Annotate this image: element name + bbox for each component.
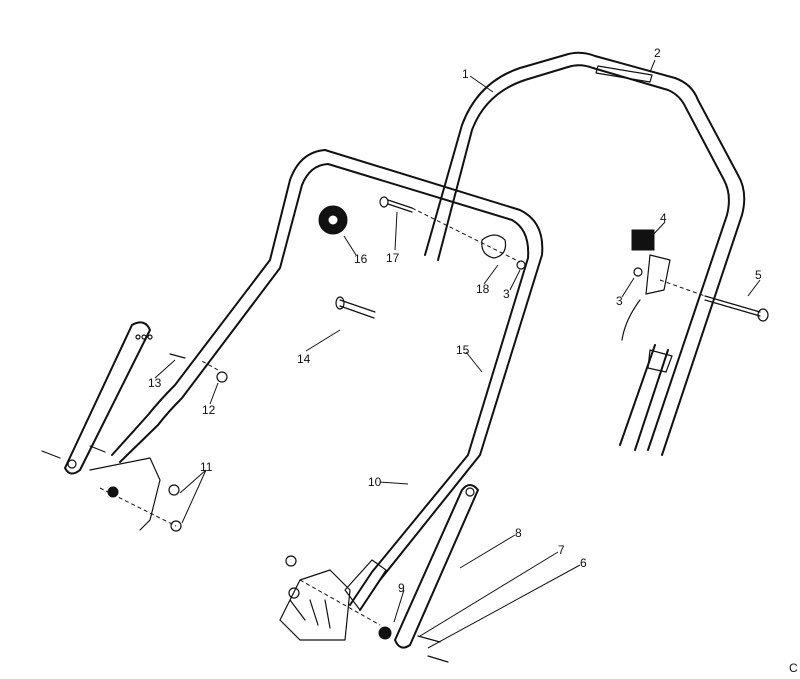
control-switch-part-4 (621, 229, 671, 341)
callout-13: 13 (148, 376, 162, 390)
callout-18: 18 (476, 282, 490, 296)
callout-6: 6 (580, 556, 587, 570)
callout-11: 11 (200, 460, 213, 474)
callout-3b: 3 (616, 294, 623, 308)
callout-4: 4 (660, 211, 667, 225)
callout-5: 5 (755, 268, 762, 282)
bolt-part-14 (335, 296, 376, 319)
callout-2: 2 (654, 46, 661, 60)
callout-14: 14 (297, 352, 311, 366)
leader-2 (649, 59, 656, 73)
pin-part-17 (379, 196, 413, 213)
callout-1: 1 (462, 67, 469, 81)
bolt-part-5 (704, 295, 769, 322)
leader-lines (154, 75, 761, 649)
hardware-nuts (41, 260, 643, 663)
corner-mark: C (789, 661, 798, 675)
callout-12: 12 (202, 403, 216, 417)
callout-9: 9 (398, 581, 405, 595)
callout-3a: 3 (503, 287, 510, 301)
callout-10: 10 (368, 475, 382, 489)
callout-8: 8 (515, 526, 522, 540)
callout-16: 16 (354, 252, 368, 266)
callout-15: 15 (456, 343, 470, 357)
clip-part-18 (481, 234, 507, 259)
lower-handle-part-10 (111, 149, 544, 611)
lower-handle-right-section (619, 344, 673, 451)
callout-7: 7 (558, 543, 565, 557)
arm-part-8 (394, 484, 479, 649)
arm-left (64, 321, 153, 475)
callout-17: 17 (386, 251, 400, 265)
alignment-lines (99, 207, 706, 626)
upper-handle-part-1 (424, 51, 746, 456)
mower-deck-cutaway (89, 457, 351, 641)
knob-part-16 (318, 205, 348, 235)
